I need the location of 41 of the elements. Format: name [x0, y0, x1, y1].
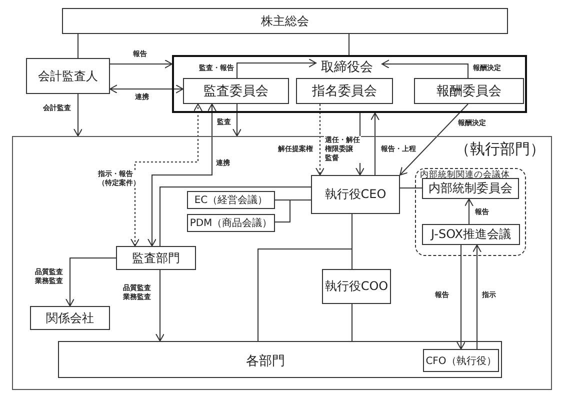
arrow [472, 244, 482, 350]
connector-line [348, 34, 350, 56]
arrow [456, 244, 466, 350]
auditor-box: 会計監査人 [26, 58, 110, 94]
arrow [382, 60, 468, 78]
arrow [130, 104, 202, 246]
arrow [400, 104, 468, 176]
meeting-box: 株主総会 [62, 8, 508, 34]
committee-box: 内部統制委員会 [422, 178, 519, 199]
meeting-group [415, 168, 526, 256]
arrow [110, 84, 184, 94]
arrow [156, 270, 164, 342]
arrow [316, 104, 324, 176]
group-title: 内部統制関連の会議体 [420, 169, 510, 181]
meeting-box: EC（経営会議） [187, 191, 275, 209]
connector-line [274, 200, 312, 222]
board-box [172, 55, 527, 113]
board-title: 取締役会 [321, 59, 373, 76]
arrow [148, 104, 216, 246]
arrow [232, 104, 242, 136]
departments-box [58, 341, 502, 378]
arrow [464, 198, 474, 224]
arrow [110, 60, 172, 68]
meeting-box: J-SOX推進会議 [422, 224, 520, 245]
executive-box: 執行役CEO [311, 175, 400, 214]
arrow [236, 58, 316, 78]
connector-line [160, 186, 312, 246]
meeting-box: PDM（商品会議） [187, 214, 275, 232]
arrow [74, 94, 82, 136]
arrow [370, 112, 380, 176]
area-title: （執行部門） [455, 140, 545, 159]
executive-box: CFO（執行役） [423, 349, 499, 372]
committee-box: 監査委員会 [183, 78, 289, 104]
committee-box: 報酬委員会 [414, 78, 524, 104]
department-box: 監査部門 [116, 246, 196, 270]
committee-box: 指名委員会 [296, 78, 393, 104]
executive-box: 執行役COO [322, 269, 391, 304]
division-area [12, 136, 552, 390]
arrow [66, 258, 116, 306]
company-box: 関係会社 [30, 306, 110, 330]
department-label: 各部門 [246, 353, 285, 370]
